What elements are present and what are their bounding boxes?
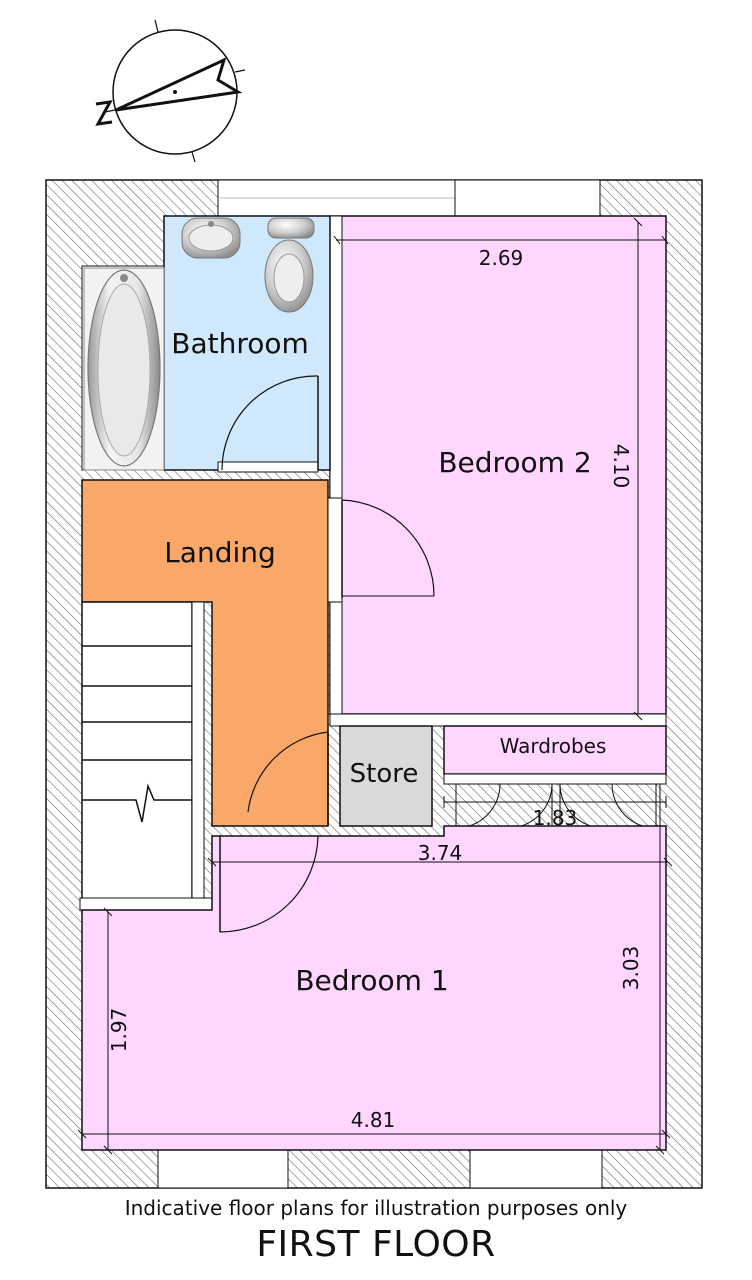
bathroom-label: Bathroom: [171, 327, 309, 360]
compass: [95, 19, 246, 163]
landing-label: Landing: [164, 536, 276, 569]
bathroom-door: [217, 375, 319, 473]
store-area: [339, 725, 433, 827]
dimension-bedroom-1-width: 4.81: [351, 1108, 396, 1132]
bedroom-1-area: [81, 825, 667, 1151]
stair-break-icon: [82, 783, 192, 823]
dimension-bedroom-2-width: 2.69: [479, 246, 524, 270]
toilet-icon: [264, 217, 315, 313]
floor-title: FIRST FLOOR: [256, 1224, 496, 1265]
bedroom-1-label: Bedroom 1: [295, 964, 448, 997]
bathtub-icon: [83, 267, 165, 471]
dimension-bedroom-1-left-depth: 1.97: [107, 1008, 131, 1053]
staircase: [79, 601, 213, 911]
dimension-wardrobes-width: 1.83: [533, 806, 578, 830]
dimension-bedroom-1-upper-width: 3.74: [418, 841, 463, 865]
dimension-lines: [77, 217, 673, 1155]
bedroom-1-door: [219, 835, 319, 933]
wardrobes-label: Wardrobes: [500, 734, 607, 758]
wardrobes-area: [443, 725, 667, 775]
bedroom-2-door: [327, 497, 435, 603]
windows: [157, 179, 603, 1189]
store-label: Store: [350, 759, 419, 789]
bedroom-2-label: Bedroom 2: [438, 446, 591, 479]
disclaimer-text: Indicative floor plans for illustration …: [124, 1196, 628, 1220]
dimension-bedroom-1-right-depth: 3.03: [619, 946, 643, 991]
washbasin-icon: [181, 217, 241, 259]
dimension-bedroom-2-depth: 4.10: [609, 444, 633, 489]
bedroom-2-area: [329, 215, 667, 715]
compass-arrow-icon: [115, 57, 243, 112]
north-letter-icon: [95, 100, 113, 126]
landing-door: [247, 731, 329, 827]
